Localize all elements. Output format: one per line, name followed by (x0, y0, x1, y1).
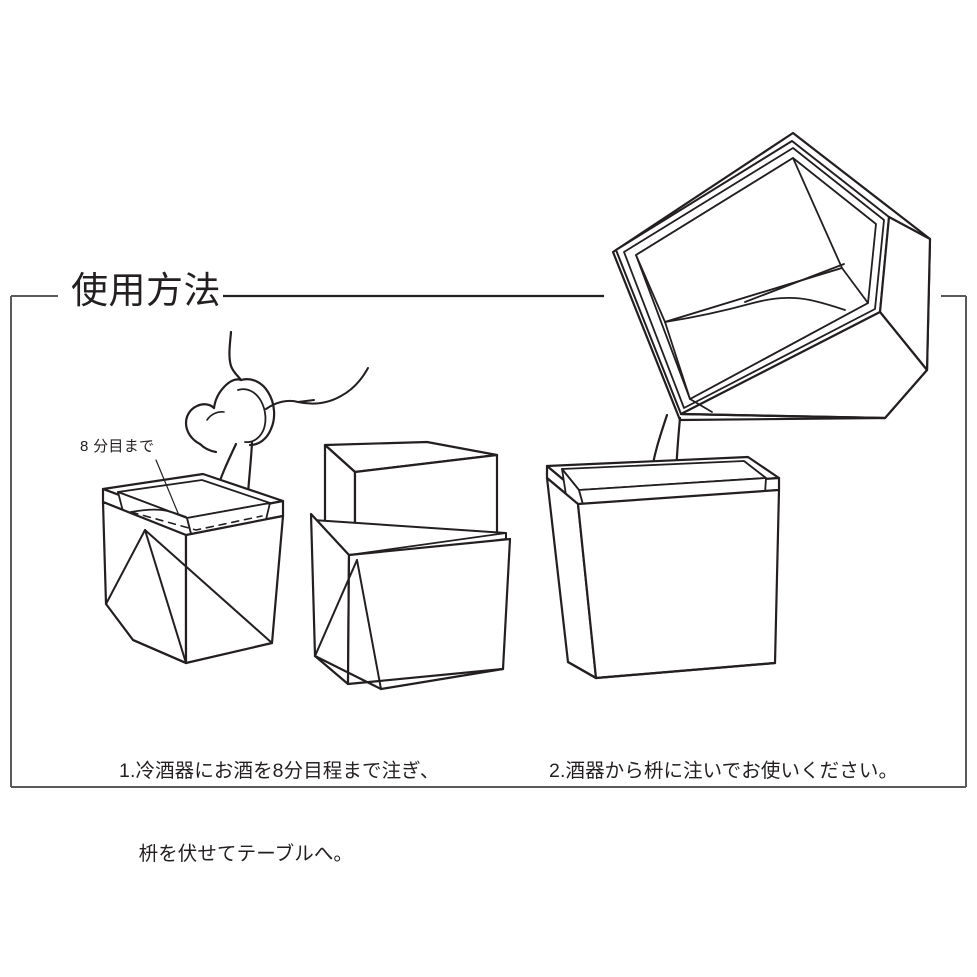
fill-label-leader-line (155, 459, 179, 514)
chiller-vessel-1 (101, 472, 285, 665)
caption-step-1-line-1: 1.冷酒器にお酒を8分目程まで注ぎ、 (119, 760, 440, 783)
caption-step-1: 1.冷酒器にお酒を8分目程まで注ぎ、 枡を伏せてテーブルへ。 (119, 703, 439, 925)
fill-level-dashed-line (130, 511, 263, 531)
section-title: 使用方法 (71, 270, 221, 311)
illustration-chiller-pouring-into-masu (545, 131, 932, 680)
chiller-vessel-2 (309, 512, 512, 691)
illustration-masu-inverted-on-chiller (309, 440, 512, 691)
chiller-vessel-tilted (611, 131, 932, 422)
illustration-pouring-sake-into-chiller (101, 330, 369, 665)
caption-step-1-line-2: 枡を伏せてテーブルへ。 (119, 843, 354, 866)
fill-level-label: 8 分目まで (80, 438, 155, 455)
caption-step-2: 2.酒器から枡に注いでお使いください。 (549, 703, 898, 841)
masu-cup-upright-icon (545, 455, 781, 680)
caption-step-2-line-1: 2.酒器から枡に注いでお使いください。 (549, 760, 899, 783)
tokkuri-flask-icon (184, 330, 369, 454)
